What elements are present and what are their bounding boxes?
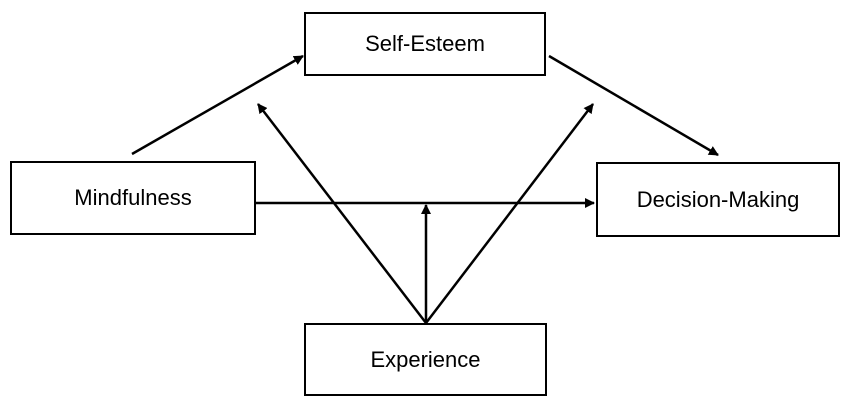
edge-self-esteem-to-decision-making [548,54,719,157]
node-mindfulness: Mindfulness [10,161,256,235]
node-label-mindfulness: Mindfulness [74,185,192,210]
node-self-esteem: Self-Esteem [304,12,546,76]
node-experience: Experience [304,323,547,396]
edge-experience-moderates-right [425,103,594,324]
node-decision-making: Decision-Making [596,162,840,237]
node-label-decision-making: Decision-Making [636,186,800,212]
node-label-self-esteem: Self-Esteem [365,31,485,56]
edge-experience-moderates-left [257,103,427,324]
edge-mindfulness-to-self-esteem [131,54,304,156]
node-label-experience: Experience [370,346,481,372]
